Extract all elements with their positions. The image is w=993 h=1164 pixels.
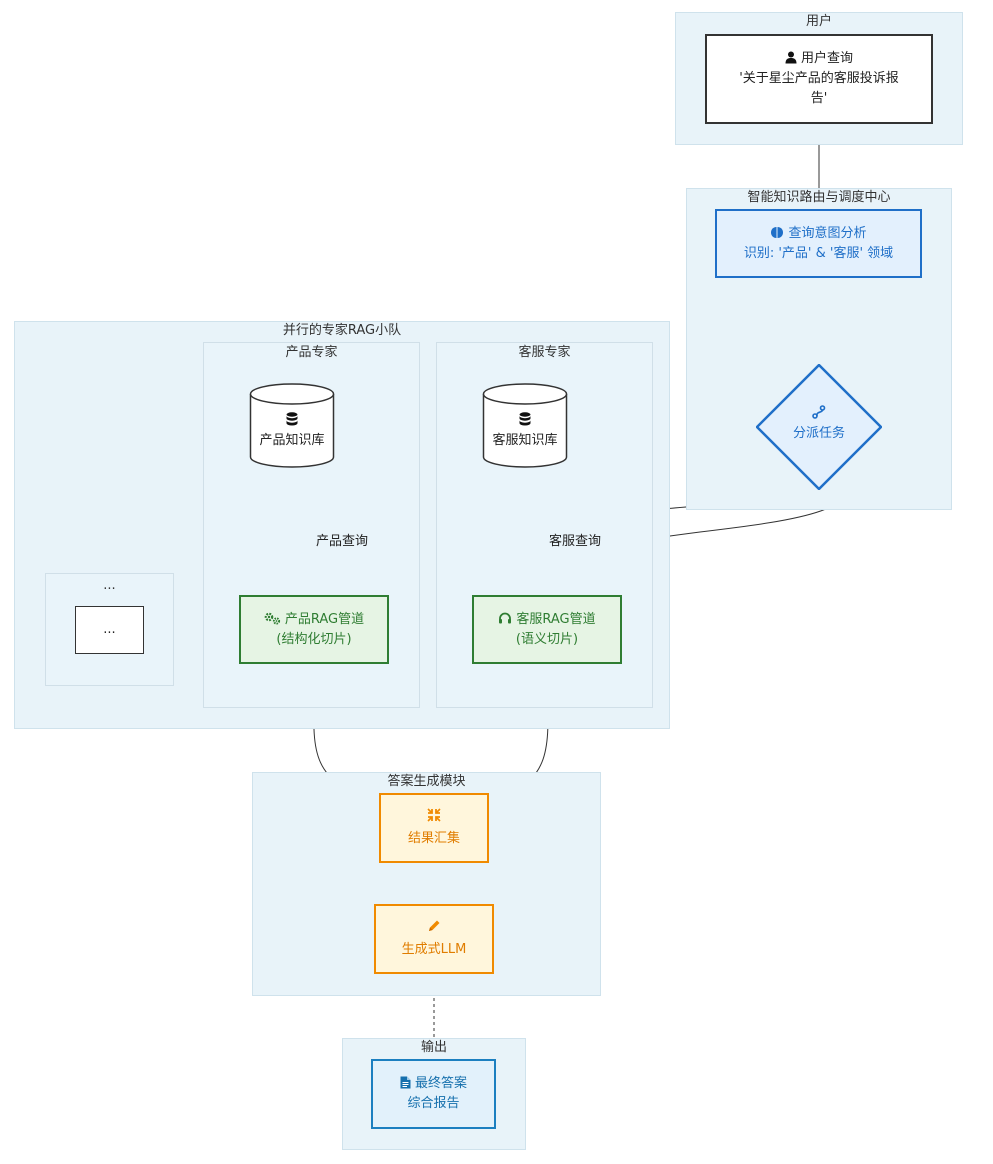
- cluster-router-label: 智能知识路由与调度中心: [747, 190, 891, 205]
- service-kb-label: 客服知识库: [482, 412, 568, 450]
- product-rag-title: 产品RAG管道: [284, 611, 365, 627]
- service-rag-node[interactable]: 客服RAG管道 (语义切片): [472, 595, 622, 664]
- compress-icon: [427, 807, 441, 822]
- cluster-service-expert-label: 客服专家: [518, 345, 571, 360]
- user-query-line3: 告': [810, 91, 828, 106]
- dispatch-label: 分派任务: [769, 404, 869, 444]
- product-kb-cylinder[interactable]: [249, 383, 335, 469]
- aggregate-title: 结果汇集: [407, 830, 460, 846]
- final-answer-node[interactable]: 最终答案 综合报告: [371, 1059, 496, 1129]
- cluster-user-label: 用户: [805, 14, 832, 29]
- llm-title: 生成式LLM: [401, 941, 467, 957]
- user-query-node[interactable]: 用户查询 '关于星尘产品的客服投诉报 告': [705, 34, 933, 124]
- final-line2: 综合报告: [407, 1096, 460, 1111]
- intent-analysis-node[interactable]: 查询意图分析 识别: '产品' & '客服' 领域: [715, 209, 922, 278]
- ellipsis-node-title: ...: [103, 622, 116, 637]
- intent-line2: 识别: '产品' & '客服' 领域: [743, 245, 894, 261]
- gears-icon: [264, 612, 280, 625]
- ellipsis-node[interactable]: ...: [75, 606, 144, 654]
- cluster-rag-team-label: 并行的专家RAG小队: [282, 323, 402, 338]
- service-rag-title: 客服RAG管道: [516, 611, 596, 627]
- cluster-output-label: 输出: [420, 1040, 447, 1055]
- edge-label-service-query: 客服查询: [549, 534, 602, 549]
- product-rag-line2: (结构化切片): [276, 631, 352, 647]
- database-icon: [519, 412, 531, 426]
- product-rag-node[interactable]: 产品RAG管道 (结构化切片): [239, 595, 389, 664]
- file-icon: [400, 1076, 411, 1089]
- headset-icon: [499, 612, 512, 623]
- brain-icon: [771, 226, 784, 238]
- product-kb-title: 产品知识库: [259, 433, 325, 448]
- user-icon: [785, 51, 797, 64]
- pen-icon: [429, 920, 440, 931]
- dispatch-diamond[interactable]: [756, 364, 882, 490]
- llm-node[interactable]: 生成式LLM: [374, 904, 494, 974]
- service-rag-line2: (语义切片): [515, 631, 579, 647]
- aggregate-node[interactable]: 结果汇集: [379, 793, 489, 863]
- final-title: 最终答案: [414, 1076, 467, 1091]
- service-kb-title: 客服知识库: [492, 433, 558, 448]
- database-icon: [286, 412, 298, 426]
- cluster-answer-label: 答案生成模块: [387, 774, 466, 789]
- user-query-title: 用户查询: [800, 51, 853, 66]
- cluster-product-expert-label: 产品专家: [285, 345, 338, 360]
- dispatch-title: 分派任务: [792, 426, 845, 441]
- route-icon: [812, 405, 826, 419]
- service-kb-cylinder[interactable]: [482, 383, 568, 469]
- user-query-line2: '关于星尘产品的客服投诉报: [739, 71, 899, 86]
- product-kb-label: 产品知识库: [249, 412, 335, 450]
- cluster-ellipsis-label: ...: [103, 578, 116, 593]
- edge-label-product-query: 产品查询: [316, 534, 369, 549]
- intent-title: 查询意图分析: [788, 225, 867, 241]
